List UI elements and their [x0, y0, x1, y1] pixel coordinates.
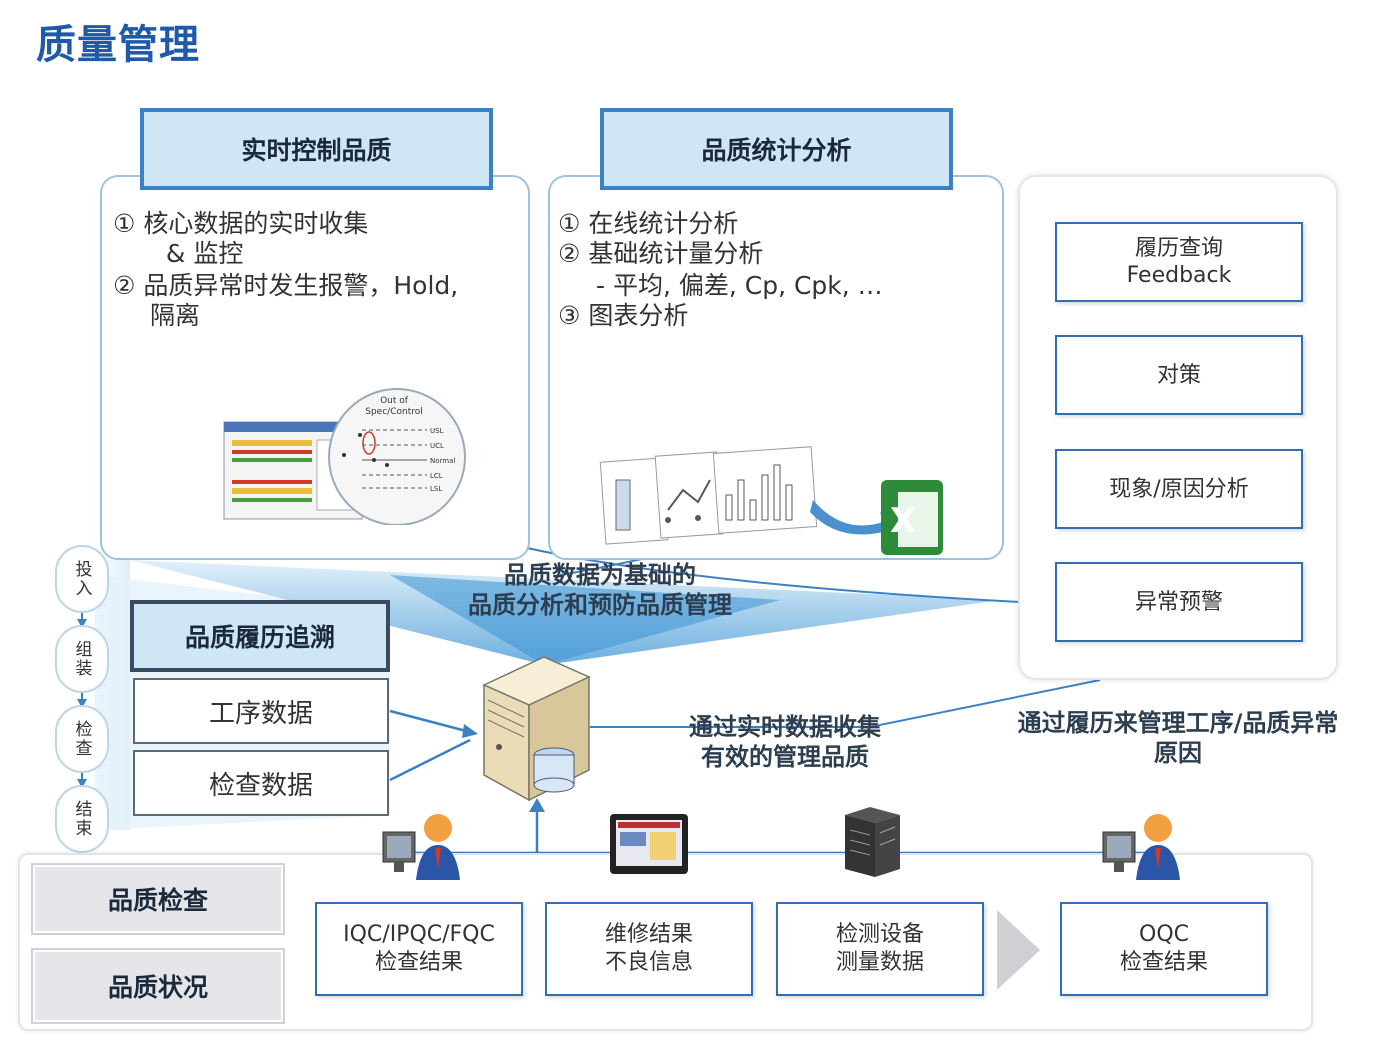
- flow-step-analysis: 现象/原因分析: [1055, 449, 1303, 529]
- page-title: 质量管理: [36, 22, 200, 68]
- terminal-screen-icon: [610, 814, 688, 874]
- history-caption: 通过履历来管理工序/品质异常 原因: [1017, 709, 1339, 767]
- flow-step-countermeasure: 对策: [1055, 335, 1303, 415]
- realtime-line-3: ② 品质异常时发生报警，Hold,: [113, 271, 459, 300]
- process-step-end: 结束: [55, 785, 109, 853]
- flow-step-alert: 异常预警: [1055, 562, 1303, 642]
- statistics-line-2: ② 基础统计量分析: [558, 239, 764, 268]
- realtime-line-2: & 监控: [150, 239, 244, 268]
- chart-cards-illustration: X: [599, 446, 943, 555]
- statistics-line-1: ① 在线统计分析: [558, 209, 739, 238]
- svg-text:UCL: UCL: [430, 442, 444, 450]
- server-icon: [482, 656, 591, 802]
- spc-label-spec: Spec/Control: [365, 407, 422, 417]
- equipment-rack-icon: [845, 807, 900, 877]
- center-caption: 品质数据为基础的 品质分析和预防品质管理: [468, 561, 732, 619]
- realtime-line-4: 隔离: [150, 301, 201, 330]
- oqc-operator-icon: [1102, 814, 1180, 880]
- bottom-box-equipment: 检测设备测量数据: [776, 902, 984, 996]
- traceability-header: 品质履历追溯: [130, 600, 390, 672]
- svg-text:LCL: LCL: [430, 472, 443, 480]
- svg-text:Normal: Normal: [430, 457, 455, 465]
- spc-label-out: Out of: [380, 396, 409, 406]
- flow-step-history: 履历查询 Feedback: [1055, 222, 1303, 302]
- trace-inspection-data: 检查数据: [133, 750, 389, 816]
- svg-text:X: X: [890, 501, 916, 541]
- statistics-header: 品质统计分析: [600, 108, 953, 190]
- process-step-assembly: 组装: [55, 625, 109, 693]
- realtime-line-1: ① 核心数据的实时收集: [113, 209, 369, 238]
- realtime-header: 实时控制品质: [140, 108, 493, 190]
- quality-inspection-label: 品质检查: [33, 865, 283, 933]
- statistics-line-4: ③ 图表分析: [558, 301, 689, 330]
- process-step-inspection: 检查: [55, 705, 109, 773]
- realtime-caption: 通过实时数据收集 有效的管理品质: [689, 713, 881, 771]
- svg-text:LSL: LSL: [430, 485, 442, 493]
- operator-icon: [382, 814, 460, 880]
- bottom-box-repair: 维修结果不良信息: [545, 902, 753, 996]
- center-wedge-dark: [390, 575, 780, 665]
- chevron-right-icon: [997, 910, 1040, 990]
- statistics-line-3: - 平均, 偏差, Cp, Cpk, …: [596, 271, 883, 300]
- quality-status-label: 品质状况: [33, 950, 283, 1022]
- process-step-input: 投入: [55, 545, 109, 613]
- trace-process-data: 工序数据: [133, 678, 389, 744]
- spc-monitor-illustration: Out of Spec/Control USL UCL Normal LCL L…: [223, 388, 466, 525]
- svg-text:USL: USL: [430, 427, 444, 435]
